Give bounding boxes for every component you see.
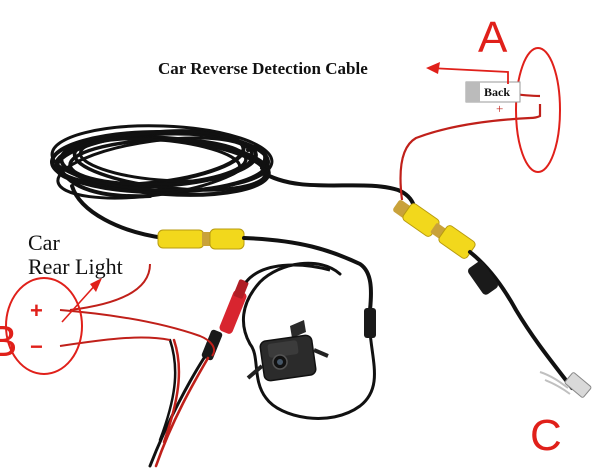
rear-light-wire (69, 263, 151, 311)
left-connector-cable (242, 236, 373, 312)
label-c: C (530, 411, 562, 460)
rear-light-label-line1: Car (28, 230, 60, 255)
rear-light-positive-wire (59, 309, 216, 357)
reverse-wire-bend (529, 104, 542, 120)
circle-a (515, 47, 561, 173)
back-tag: Back + (465, 81, 521, 116)
power-twisted-wire (148, 338, 210, 468)
reverse-cable-arrow (429, 67, 509, 84)
label-a: A (478, 13, 508, 62)
rear-light-arrow (61, 281, 99, 323)
rca-connector-right (393, 200, 476, 259)
back-tag-plus: + (496, 101, 503, 116)
coil-to-left-connector-cable (70, 184, 166, 240)
rca-connector-left (157, 228, 245, 250)
power-lead (244, 263, 331, 284)
minus-b: − (30, 334, 43, 359)
terminal-c-connector (539, 371, 592, 398)
reverse-detection-wire (399, 116, 531, 201)
reverse-cable-label: Car Reverse Detection Cable (158, 59, 368, 78)
reverse-cable-arrowhead (426, 62, 440, 74)
rear-light-label-line2: Rear Light (28, 254, 123, 279)
cable-splitter (364, 308, 376, 338)
plus-b: + (30, 298, 43, 323)
cable-coil-icon (50, 124, 274, 200)
camera-loop-cable (241, 261, 376, 420)
rear-light-arrowhead (90, 278, 102, 292)
ferrite-sleeve (468, 261, 498, 295)
circle-b (5, 277, 83, 375)
back-tag-label: Back (484, 85, 510, 99)
label-b: B (0, 317, 17, 366)
main-video-cable (260, 170, 416, 208)
rear-camera-icon (246, 320, 329, 382)
power-plug (201, 279, 249, 361)
rear-light-negative-wire (59, 336, 171, 347)
